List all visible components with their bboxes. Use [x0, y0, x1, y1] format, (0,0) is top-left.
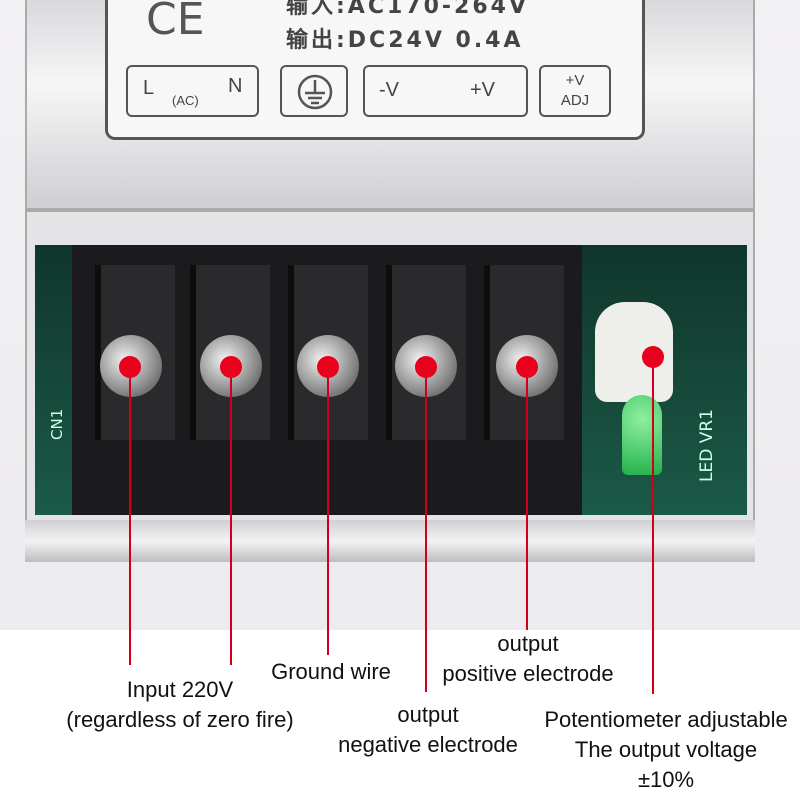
caption-line: Input 220V [126, 677, 234, 702]
adj-box: +V ADJ [539, 65, 611, 117]
minus-v-label: -V [379, 79, 399, 101]
caption-line: Ground wire [271, 659, 391, 684]
adj-plus-v-label: +V [565, 72, 585, 89]
caption-input: Input 220V (regardless of zero fire) [66, 675, 293, 735]
leader-line-potentiometer [652, 357, 654, 694]
leader-line-ground [327, 367, 329, 655]
plus-v-label: +V [470, 79, 496, 101]
ac-terminal-box: L (AC) N [126, 65, 259, 117]
caption-line: output [397, 702, 459, 727]
leader-line-input-n [230, 367, 232, 665]
ground-symbol-icon [297, 74, 333, 110]
caption-line: ±10% [637, 767, 695, 792]
leader-line-input [129, 367, 131, 665]
leader-line-positive [526, 367, 528, 630]
caption-line: (regardless of zero fire) [66, 707, 294, 732]
adj-label: ADJ [560, 92, 590, 109]
dc-terminal-box: -V +V [363, 65, 528, 117]
caption-negative: output negative electrode [338, 700, 518, 760]
rating-label: CE 输入:AC170-264V 输出:DC24V 0.4A L (AC) N … [105, 0, 645, 140]
ac-label: (AC) [172, 93, 199, 108]
n-label: N [228, 75, 243, 97]
marker-dot [415, 356, 437, 378]
caption-line: output [497, 631, 559, 656]
case-bottom-edge [25, 520, 755, 562]
marker-dot [642, 346, 664, 368]
caption-potentiometer: Potentiometer adjustable The output volt… [544, 705, 787, 795]
caption-line: negative electrode [338, 732, 518, 757]
caption-positive: output positive electrode [442, 629, 613, 689]
marker-dot [317, 356, 339, 378]
green-led [622, 395, 662, 475]
ce-mark: CE [146, 0, 205, 45]
marker-dot [516, 356, 538, 378]
l-label: L [143, 77, 155, 99]
caption-line: positive electrode [442, 661, 614, 686]
marker-dot [220, 356, 242, 378]
caption-line: Potentiometer adjustable [544, 707, 788, 732]
cn1-marking: CN1 [48, 408, 66, 440]
output-rating: 输出:DC24V 0.4A [286, 28, 524, 53]
caption-ground: Ground wire [271, 657, 391, 687]
marker-dot [119, 356, 141, 378]
caption-line: The output voltage [574, 737, 758, 762]
ground-terminal-box [280, 65, 348, 117]
led-vr1-marking: LED VR1 [697, 409, 717, 482]
input-rating: 输入:AC170-264V [286, 0, 529, 19]
leader-line-negative [425, 367, 427, 692]
